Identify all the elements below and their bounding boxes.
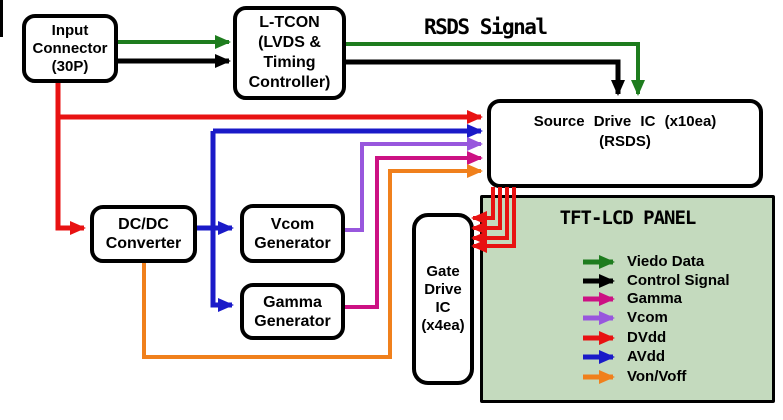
rsds-signal-label: RSDS Signal bbox=[424, 15, 548, 39]
legend-label-gamma: Gamma bbox=[627, 290, 683, 307]
wire-avdd-to-gamma bbox=[210, 131, 234, 312]
legend-label-von-voff: Von/Voff bbox=[627, 368, 687, 385]
gate-drive-ic-block: Gate Drive IC (x4ea) bbox=[412, 213, 474, 385]
wire-dvdd-input-to-dcdc bbox=[55, 83, 86, 235]
gamma-generator-block: Gamma Generator bbox=[240, 283, 345, 340]
input-connector-block: Input Connector (30P) bbox=[22, 14, 118, 83]
source-drive-ic-block: Source Drive IC (x10ea) (RSDS) bbox=[487, 99, 763, 188]
legend-label-viedo-data: Viedo Data bbox=[627, 253, 705, 270]
scan-edge-artifact bbox=[0, 0, 3, 37]
tft-lcd-panel bbox=[480, 195, 775, 403]
legend-label-control-signal: Control Signal bbox=[627, 272, 730, 289]
legend-label-vcom: Vcom bbox=[627, 309, 668, 326]
panel-title: TFT-LCD PANEL bbox=[559, 207, 697, 229]
vcom-generator-block: Vcom Generator bbox=[240, 204, 345, 263]
wire-control-ltcon-to-source bbox=[346, 59, 625, 96]
legend-label-avdd: AVdd bbox=[627, 348, 666, 365]
legend-label-dvdd: DVdd bbox=[627, 329, 667, 346]
wire-rsds-video-ltcon-to-source bbox=[346, 42, 645, 96]
ltcon-block: L-TCON (LVDS & Timing Controller) bbox=[233, 6, 346, 100]
dcdc-converter-block: DC/DC Converter bbox=[90, 205, 197, 263]
